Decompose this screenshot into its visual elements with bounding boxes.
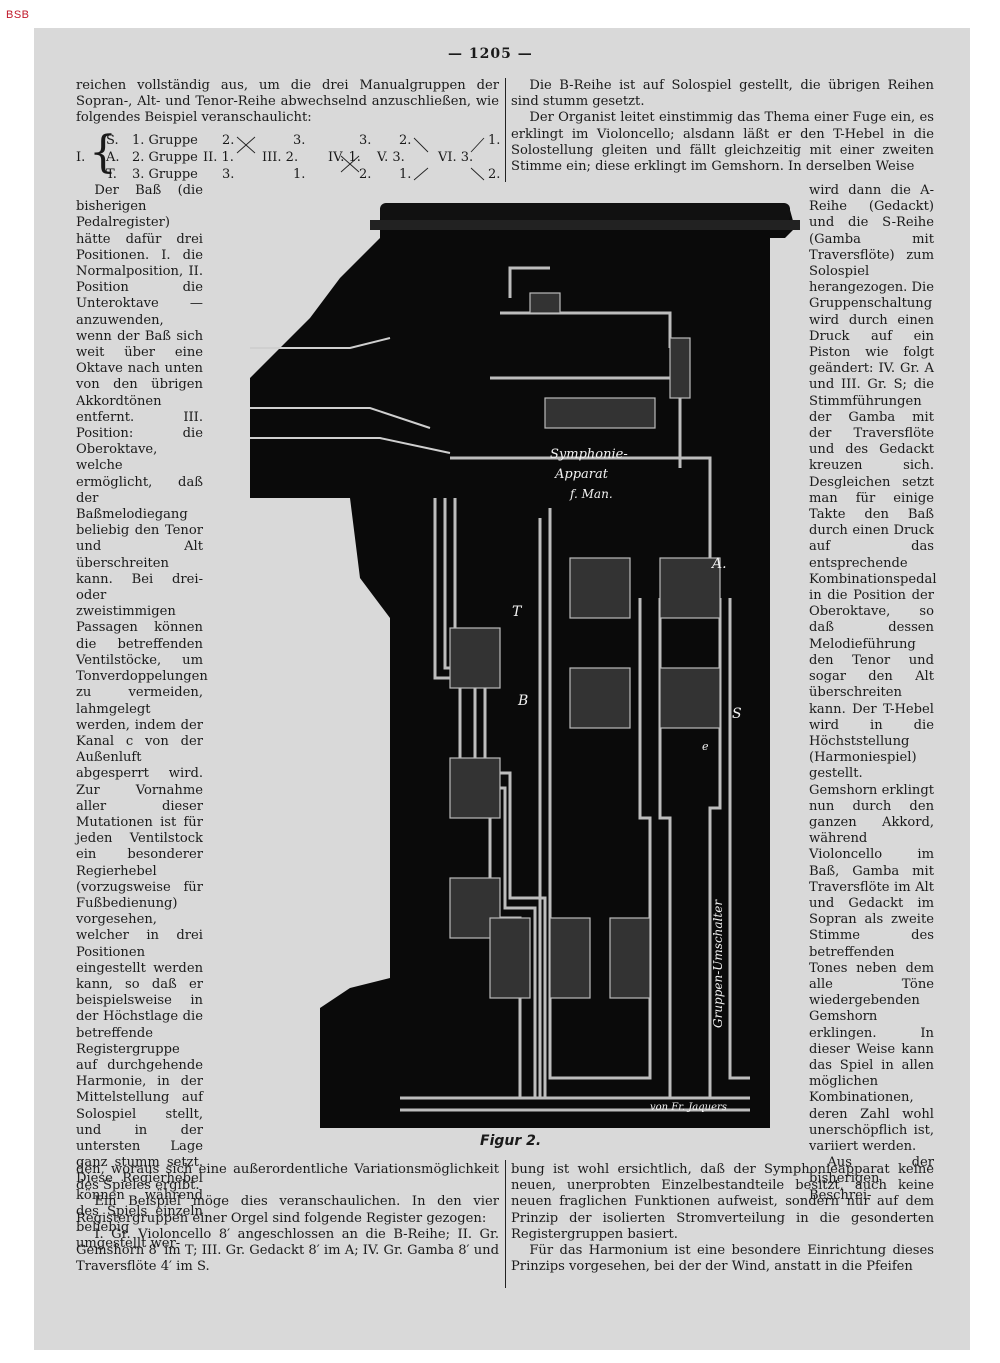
group-brace: {: [89, 127, 117, 178]
column-divider-top: [505, 78, 506, 182]
figure-caption: Figur 2.: [480, 1133, 542, 1149]
top-right-paragraph: Die B-Reihe ist auf Solospiel gestellt, …: [511, 78, 934, 175]
bottom-left-paragraphs: den, woraus sich eine außerordentliche V…: [76, 1162, 499, 1275]
label-e: e: [702, 740, 709, 753]
column-divider-bottom: [505, 1160, 506, 1288]
label-S: S: [732, 706, 742, 722]
right-narrow-column: wird dann die A-Reihe (Gedackt) und die …: [809, 183, 937, 1203]
top-left-paragraph: reichen vollständig aus, um die drei Man…: [76, 78, 499, 126]
page-number: — 1205 —: [448, 46, 533, 62]
group-roman: I.: [76, 150, 86, 165]
figure-drawing: Symphonie- Apparat f. Man. A. T B S e Gr…: [230, 203, 800, 1128]
label-T: T: [512, 604, 523, 620]
label-symphonie: Symphonie-: [550, 447, 628, 462]
library-mark: BSB: [6, 9, 30, 21]
label-man: f. Man.: [569, 487, 613, 501]
label-umschalter: Gruppen-Umschalter: [711, 899, 725, 1028]
bottom-right-paragraphs: bung ist wohl ersichtlich, daß der Symph…: [511, 1162, 934, 1275]
label-apparat: Apparat: [554, 467, 609, 482]
symphony-apparatus-figure: Symphonie- Apparat f. Man. A. T B S e Gr…: [230, 198, 800, 1138]
label-A: A.: [710, 556, 727, 572]
label-B: B: [517, 693, 528, 709]
left-narrow-column: Der Baß (die bisherigen Pedalregister) h…: [76, 183, 208, 1252]
crossing-lines: [236, 136, 485, 181]
figure-signature: von Fr. Jaquers: [650, 1102, 727, 1113]
